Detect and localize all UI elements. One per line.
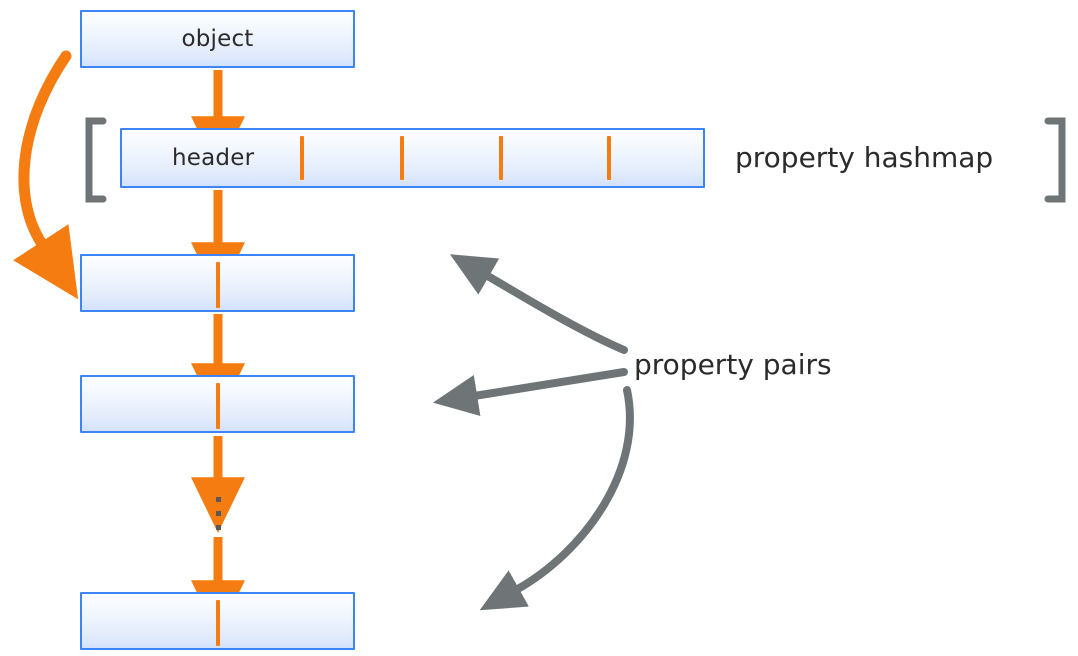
arrow-pairs-to-pair2 bbox=[432, 368, 628, 417]
pair-divider-n bbox=[216, 600, 220, 646]
property-pair-box-2[interactable] bbox=[80, 375, 355, 433]
arrow-pairs-to-pair1 bbox=[449, 254, 628, 354]
object-box-label: object bbox=[181, 25, 254, 52]
property-pair-box-n[interactable] bbox=[80, 592, 355, 650]
arrow-pairs-to-pairN bbox=[479, 386, 634, 611]
hashmap-cell-tick-3 bbox=[499, 136, 503, 180]
ellipsis-dot-2 bbox=[216, 511, 221, 516]
pair-divider-2 bbox=[216, 383, 220, 429]
property-pairs-caption: property pairs bbox=[634, 348, 832, 381]
ellipsis-dot-3 bbox=[216, 525, 221, 530]
object-box[interactable]: object bbox=[80, 10, 355, 68]
property-pairs-arrows bbox=[432, 254, 634, 611]
property-pair-box-1[interactable] bbox=[80, 254, 355, 312]
right-bracket bbox=[1044, 117, 1066, 203]
property-hashmap-caption: property hashmap bbox=[735, 141, 994, 174]
arrow-object-to-property-pairs-curve bbox=[13, 50, 79, 300]
pair-divider-1 bbox=[216, 262, 220, 308]
header-label: header bbox=[172, 145, 255, 171]
left-bracket bbox=[85, 117, 107, 203]
hashmap-cell-tick-4 bbox=[607, 136, 611, 180]
property-hashmap-box[interactable]: header bbox=[120, 128, 705, 188]
ellipsis-dot-1 bbox=[216, 497, 221, 502]
hashmap-cell-tick-2 bbox=[400, 136, 404, 180]
hashmap-cell-tick-1 bbox=[300, 136, 304, 180]
